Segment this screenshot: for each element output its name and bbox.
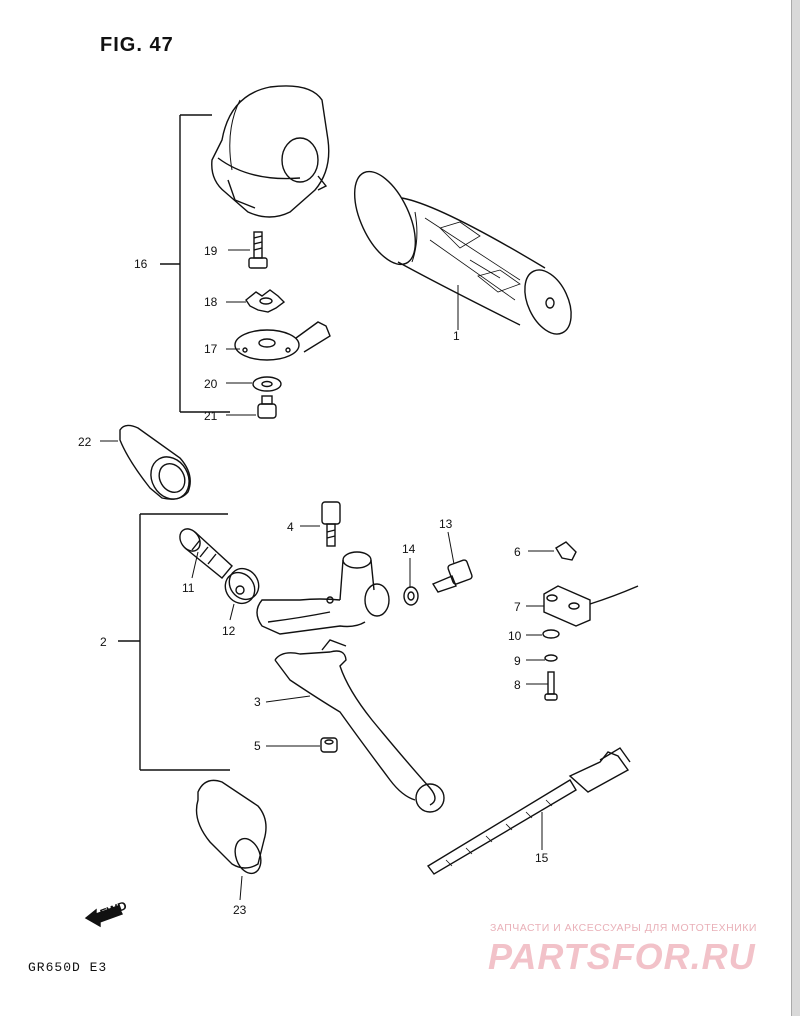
rubber-boot-22 xyxy=(119,424,191,500)
figure-title: FIG. 47 xyxy=(100,34,174,56)
callout-12: 12 xyxy=(222,624,236,638)
group-2-bracket xyxy=(118,513,230,771)
callout-5: 5 xyxy=(254,739,261,753)
callout-23: 23 xyxy=(233,903,247,917)
callout-7: 7 xyxy=(514,600,521,614)
lever-boot-23 xyxy=(195,779,267,875)
cable-tie-15 xyxy=(426,747,631,875)
callout-8: 8 xyxy=(514,678,521,692)
nut-21 xyxy=(257,395,277,419)
callout-16: 16 xyxy=(134,257,148,271)
callout-22: 22 xyxy=(78,435,92,449)
callout-14: 14 xyxy=(402,542,416,556)
callout-21: 21 xyxy=(204,409,218,423)
window-edge xyxy=(791,0,800,1016)
nut-5 xyxy=(320,737,338,753)
callout-17: 17 xyxy=(204,342,218,356)
clutch-lever-3 xyxy=(274,639,445,813)
callout-18: 18 xyxy=(204,295,218,309)
locknut-12 xyxy=(224,567,260,605)
adjuster-bolt-11 xyxy=(179,528,233,579)
lever-bracket xyxy=(256,551,390,635)
callout-15: 15 xyxy=(535,851,549,865)
callout-13: 13 xyxy=(439,517,453,531)
leader-lines xyxy=(100,249,554,901)
clip-6 xyxy=(555,541,577,561)
switch-7 xyxy=(543,585,639,627)
switch-housing xyxy=(211,85,330,218)
callout-9: 9 xyxy=(514,654,521,668)
callout-6: 6 xyxy=(514,545,521,559)
washer-9 xyxy=(544,654,558,662)
callout-2: 2 xyxy=(100,635,107,649)
fwd-arrow-icon xyxy=(84,905,123,928)
callout-20: 20 xyxy=(204,377,218,391)
callout-10: 10 xyxy=(508,629,522,643)
bolt-13 xyxy=(431,559,473,593)
model-code: GR650D E3 xyxy=(28,960,108,975)
washer-20 xyxy=(252,376,282,392)
callout-11: 11 xyxy=(182,581,195,595)
group-16-bracket xyxy=(160,114,230,413)
callout-3: 3 xyxy=(254,695,261,709)
washer-10 xyxy=(542,629,560,639)
screw-19 xyxy=(248,231,268,269)
watermark-tagline: ЗАПЧАСТИ И АКСЕССУАРЫ ДЛЯ МОТОТЕХНИКИ xyxy=(490,922,757,934)
washer-14 xyxy=(403,586,419,606)
clamp-plate-17 xyxy=(234,321,331,361)
screw-8 xyxy=(544,671,558,701)
callout-1: 1 xyxy=(453,329,460,343)
watermark-logo: PARTSFOR.RU xyxy=(488,936,756,977)
star-washer-18 xyxy=(245,289,286,313)
callout-4: 4 xyxy=(287,520,294,534)
callouts: 1 2 3 4 5 6 7 8 9 10 11 12 13 14 15 16 1… xyxy=(78,244,549,917)
callout-19: 19 xyxy=(204,244,218,258)
handlebar-grip xyxy=(353,170,572,335)
pivot-bolt-4 xyxy=(321,501,341,547)
